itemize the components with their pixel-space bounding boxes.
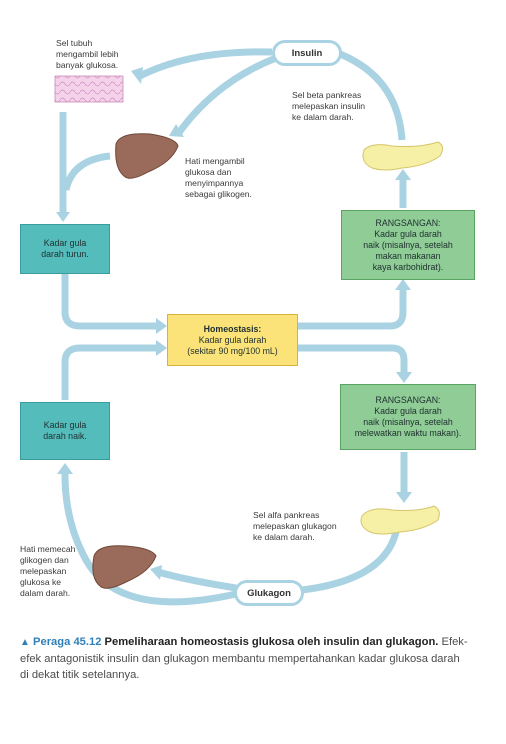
body-cells-image (54, 75, 124, 103)
label-beta-cells: Sel beta pankreas melepaskan insulin ke … (292, 90, 366, 122)
figure-caption: ▲ Peraga 45.12 Pemeliharaan homeostasis … (20, 634, 470, 683)
arrowhead (150, 565, 162, 580)
box-blood-sugar-falls: Kadar gula darah turun. (20, 224, 110, 274)
box-homeostasis: Homeostasis: Kadar gula darah (sekitar 9… (167, 314, 298, 366)
arrowhead (156, 318, 167, 334)
arrow-glucagon-to-liver (157, 568, 237, 592)
arrow-liver-to-line (62, 152, 111, 191)
arrow-beta-to-insulin (338, 50, 406, 141)
caption-text: Efek-efek antagonistik insulin dan gluka… (20, 636, 468, 681)
glucagon-label: Glukagon (234, 580, 304, 606)
arrow-alpha-to-glucagon (301, 531, 400, 594)
caption-title: Pemeliharaan homeostasis glukosa oleh in… (104, 636, 439, 648)
box-blood-sugar-rises: Kadar gula darah naik. (20, 402, 110, 460)
arrow-insulin-to-liver (175, 54, 278, 137)
pancreas-icon (360, 505, 440, 535)
arrowhead (396, 372, 412, 383)
arrowhead (395, 279, 411, 290)
label-alpha-cells: Sel alfa pankreas melepaskan glukagon ke… (253, 510, 337, 542)
arrow-high-to-homeo (61, 344, 156, 400)
arrow-homeo-to-stim-up (298, 288, 407, 330)
arrowhead (56, 212, 70, 222)
liver-icon (92, 545, 157, 589)
pancreas-icon (362, 141, 444, 171)
insulin-label: Insulin (272, 40, 342, 66)
arrow-low-to-homeo (61, 274, 156, 330)
arrow-glucagon-to-high (61, 469, 237, 606)
label-liver-store: Hati mengambil glukosa dan menyimpannya … (185, 156, 252, 199)
homeostasis-title: Homeostasis: (203, 323, 262, 334)
liver-icon (115, 133, 179, 179)
arrowhead (156, 340, 167, 356)
arrowhead (57, 463, 73, 474)
homeostasis-body: Kadar gula darah (sekitar 90 mg/100 mL) (187, 334, 278, 356)
box-stimulus-fall: RANGSANGAN: Kadar gula darah naik (misal… (340, 384, 476, 450)
arrowhead (169, 124, 184, 137)
box-stimulus-rise: RANGSANGAN: Kadar gula darah naik (misal… (341, 210, 475, 280)
label-body-cells: Sel tubuh mengambil lebih banyak glukosa… (56, 38, 119, 70)
arrow-homeo-to-stim-down (298, 344, 408, 374)
arrowhead (396, 492, 412, 503)
arrowhead (395, 169, 411, 180)
caption-figure-number: Peraga 45.12 (33, 636, 102, 648)
caption-triangle-icon: ▲ (20, 637, 30, 648)
label-liver-release: Hati memecah glikogen dan melepaskan glu… (20, 544, 76, 598)
arrowhead (131, 67, 143, 84)
arrow-insulin-to-cells (136, 48, 273, 81)
